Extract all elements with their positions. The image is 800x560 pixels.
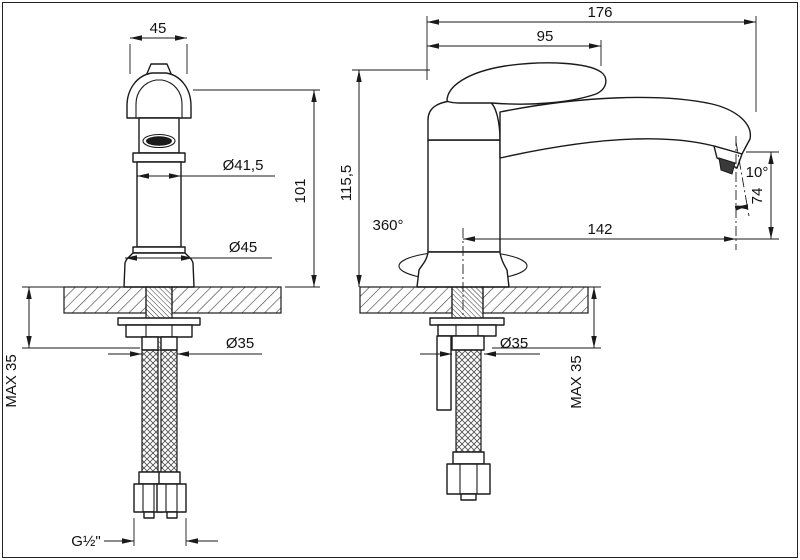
spout-tilt-centerline xyxy=(735,141,750,217)
body-front xyxy=(136,161,182,248)
dim-side-spout-height: 74 xyxy=(746,151,779,239)
dim-label-spout-height: 74 xyxy=(749,188,766,205)
dim-front-body-height: 101 xyxy=(193,89,320,288)
aerator-front xyxy=(146,136,172,146)
dim-side-spout-angle: 10° xyxy=(734,164,769,211)
dim-front-shank-diameter: Ø35 xyxy=(108,335,262,357)
dim-label-spout-reach: 142 xyxy=(587,221,612,238)
dim-front-max-thickness: MAX 35 xyxy=(3,286,140,408)
dim-label-base-diameter: Ø45 xyxy=(229,239,257,256)
dim-front-thread-size: G½" xyxy=(71,518,218,550)
hose-fitting xyxy=(452,451,485,465)
dim-front-top-width: 45 xyxy=(129,20,188,74)
front-view: 45 Ø41,5 101 Ø45 MAX 35 xyxy=(3,20,320,550)
handle-lever-side xyxy=(446,62,607,105)
dim-label-thread-size: G½" xyxy=(71,533,101,550)
mounting-side xyxy=(429,286,505,501)
hose-collar xyxy=(160,336,178,351)
countertop-right-slab xyxy=(171,286,282,314)
dim-label-shank-diameter: Ø35 xyxy=(500,335,528,352)
dim-front-base-diameter: Ø45 xyxy=(125,239,272,261)
dim-side-total-length: 176 xyxy=(426,4,757,112)
dim-label-max-thickness: MAX 35 xyxy=(3,354,20,407)
hose-stub xyxy=(166,511,178,519)
mounting-nut-side xyxy=(437,324,497,337)
hose-stub xyxy=(143,511,155,519)
dim-label-top-width: 45 xyxy=(150,20,167,37)
dim-side-spout-reach: 142 xyxy=(463,221,779,242)
mounting-nut-front xyxy=(125,324,193,338)
dim-label-swivel-angle: 360° xyxy=(372,217,403,234)
dim-label-shank-diameter: Ø35 xyxy=(226,335,254,352)
supply-hoses-front xyxy=(133,336,187,519)
mounting-washer-side xyxy=(429,317,505,326)
dim-side-total-height: 115,5 xyxy=(338,69,430,287)
handle-dome-inner xyxy=(135,79,183,118)
dim-front-body-diameter: Ø41,5 xyxy=(137,157,275,179)
dim-label-spout-angle: 10° xyxy=(746,164,769,181)
hose-stub xyxy=(460,493,477,501)
hose-collar xyxy=(141,336,159,351)
countertop-right-slab xyxy=(482,286,589,314)
dim-side-handle-length: 95 xyxy=(427,28,602,66)
handle-cap-side xyxy=(427,100,501,141)
dim-label-max-thickness: MAX 35 xyxy=(568,355,585,408)
side-view: 176 95 115,5 360° 142 10° xyxy=(338,4,779,501)
hose-nut xyxy=(446,463,491,495)
spout-side xyxy=(499,96,751,159)
hose-collar xyxy=(451,335,485,351)
hose-nut xyxy=(156,483,187,513)
countertop-front xyxy=(63,286,282,314)
threaded-shank-side xyxy=(451,286,484,321)
body-collar-bottom xyxy=(132,246,186,254)
mounting-washer-front xyxy=(117,317,201,326)
aerator-side xyxy=(718,157,736,175)
handle-dome xyxy=(126,72,192,119)
hose-fitting xyxy=(158,471,181,485)
body-side xyxy=(427,139,501,253)
countertop-left-slab xyxy=(63,286,147,314)
braided-hose xyxy=(160,349,178,473)
dim-label-handle-length: 95 xyxy=(537,28,554,45)
dim-label-body-height: 101 xyxy=(292,178,309,203)
spout-ring-front xyxy=(142,133,176,149)
dim-side-max-thickness: MAX 35 xyxy=(492,286,601,409)
braided-hose xyxy=(455,349,482,453)
dim-label-total-height: 115,5 xyxy=(338,165,355,201)
countertop-left-slab xyxy=(359,286,453,314)
supply-tube xyxy=(436,335,452,411)
dim-label-body-diameter: Ø41,5 xyxy=(223,157,264,174)
body-collar-top xyxy=(132,152,186,163)
dim-label-total-length: 176 xyxy=(587,4,612,21)
hose-fitting xyxy=(138,471,161,485)
faucet-side-outline xyxy=(416,62,751,288)
braided-hose xyxy=(141,349,159,473)
